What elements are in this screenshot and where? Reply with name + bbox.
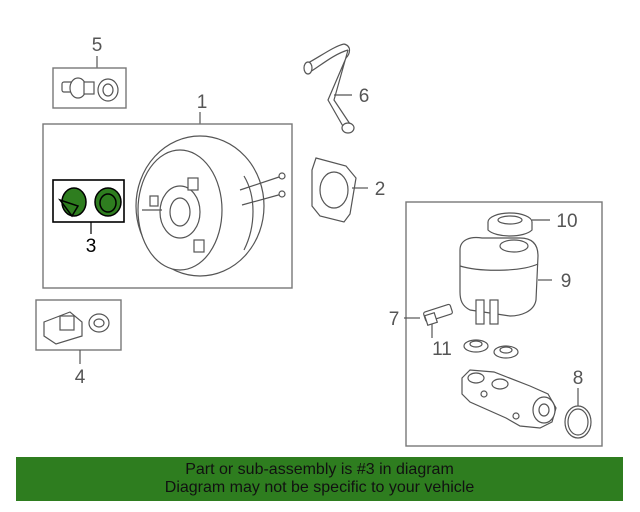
master-cylinder-box	[405, 201, 603, 447]
callout-11: 11	[432, 339, 452, 360]
check-valve-part	[61, 77, 119, 102]
reservoir-cap-part	[487, 212, 533, 237]
part-4-box	[35, 299, 122, 351]
vacuum-hose-part	[303, 43, 355, 134]
callout-2: 2	[375, 179, 386, 200]
pressure-sensor-part	[43, 311, 110, 345]
o-ring-part	[564, 405, 592, 439]
banner-line-2: Diagram may not be specific to your vehi…	[164, 479, 475, 496]
gasket-part	[311, 157, 357, 223]
info-banner: Part or sub-assembly is #3 in diagram Di…	[16, 457, 623, 501]
callout-4: 4	[75, 367, 86, 388]
callout-6: 6	[359, 86, 370, 107]
part-1-box	[42, 123, 293, 289]
brake-booster-part	[135, 135, 286, 277]
part-5-box	[52, 67, 127, 109]
callout-5: 5	[92, 35, 103, 56]
callout-8: 8	[573, 368, 584, 389]
fluid-level-sensor-part	[423, 303, 453, 327]
reservoir-grommets-part	[463, 339, 519, 359]
callout-9: 9	[561, 271, 572, 292]
callout-1: 1	[197, 92, 208, 113]
booster-filter-part	[57, 187, 122, 218]
master-cylinder-part	[461, 369, 557, 429]
part-3-box	[52, 179, 125, 223]
callout-10: 10	[556, 211, 577, 232]
callout-3: 3	[86, 236, 97, 257]
reservoir-part	[459, 236, 539, 325]
callout-7: 7	[389, 309, 400, 330]
banner-line-1: Part or sub-assembly is #3 in diagram	[185, 461, 454, 478]
